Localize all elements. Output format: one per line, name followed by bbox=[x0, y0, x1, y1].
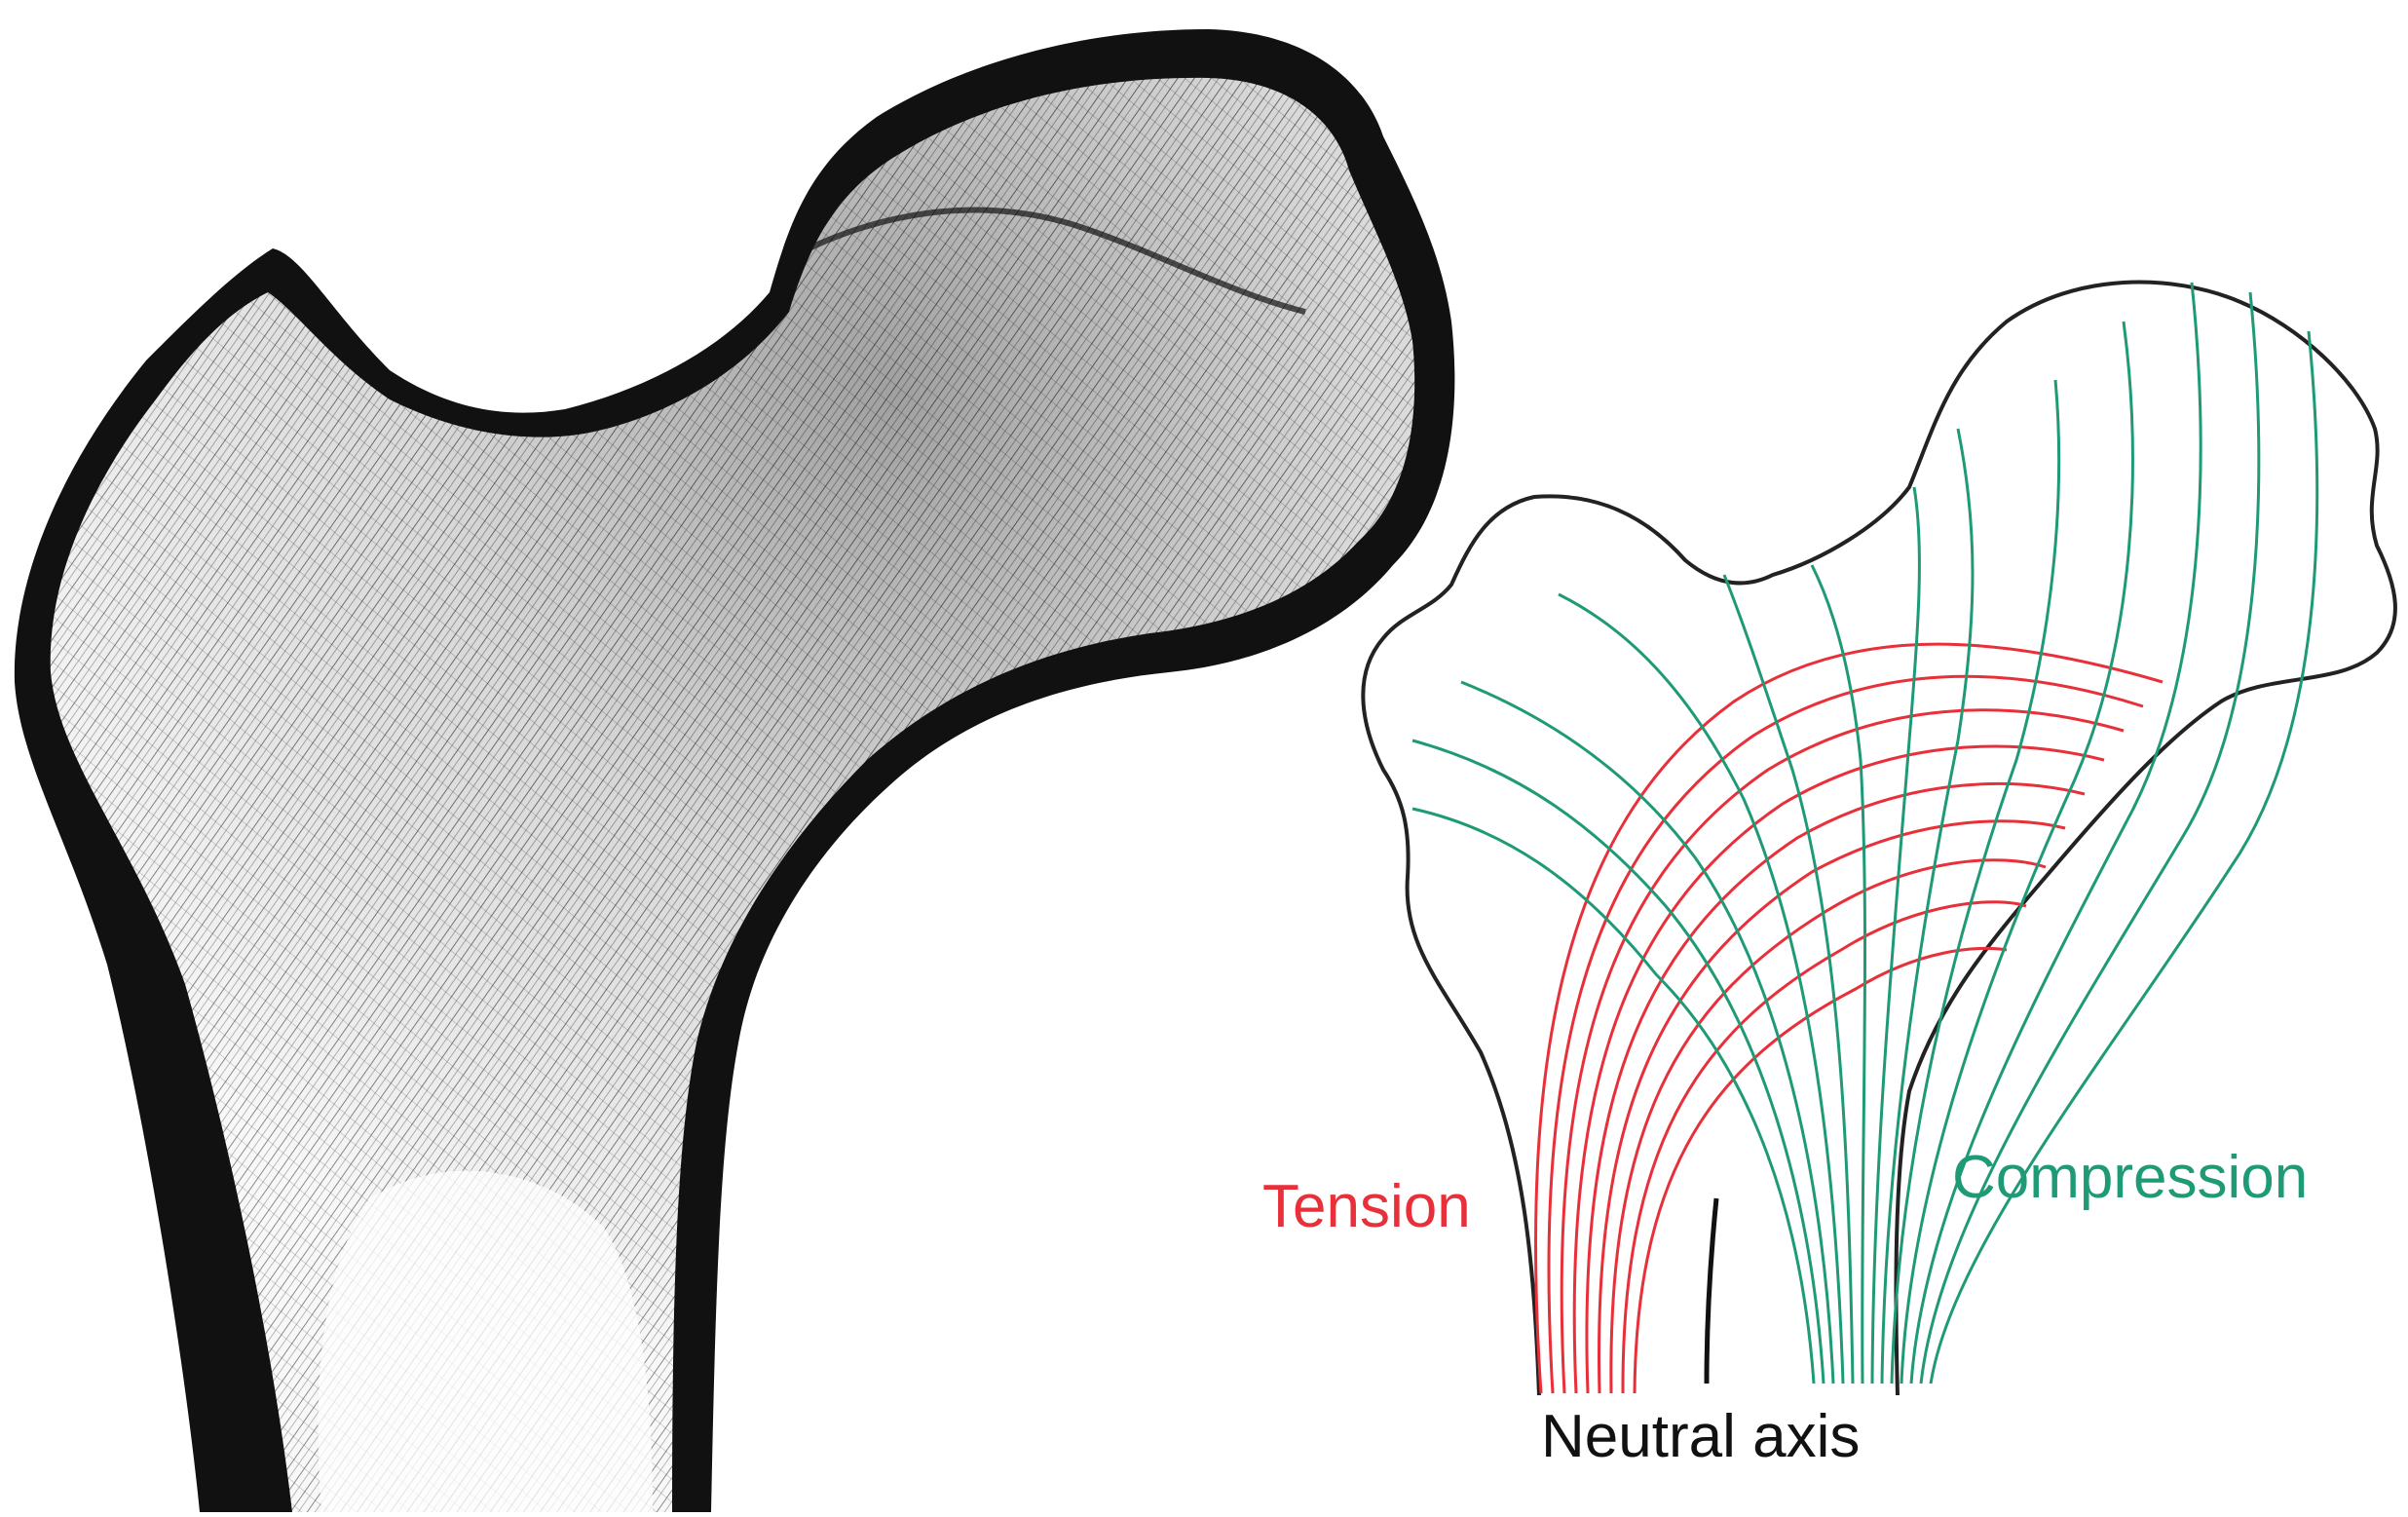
diagram-outline bbox=[1363, 283, 2395, 1395]
tension-label: Tension bbox=[1262, 1177, 1471, 1237]
compression-line bbox=[1412, 740, 1824, 1384]
tension-line bbox=[1561, 710, 2124, 1393]
compression-lines bbox=[1412, 283, 2317, 1384]
tension-line bbox=[1549, 676, 2143, 1393]
compression-label: Compression bbox=[1952, 1148, 2308, 1208]
femur-photo bbox=[15, 29, 1455, 1512]
stress-diagram bbox=[1363, 283, 2395, 1395]
compression-line bbox=[1911, 283, 2201, 1384]
neutral-axis-label: Neutral axis bbox=[1541, 1407, 1860, 1467]
compression-line bbox=[1892, 380, 2059, 1384]
compression-line bbox=[1921, 292, 2259, 1384]
neutral-axis-line bbox=[1707, 1198, 1716, 1384]
